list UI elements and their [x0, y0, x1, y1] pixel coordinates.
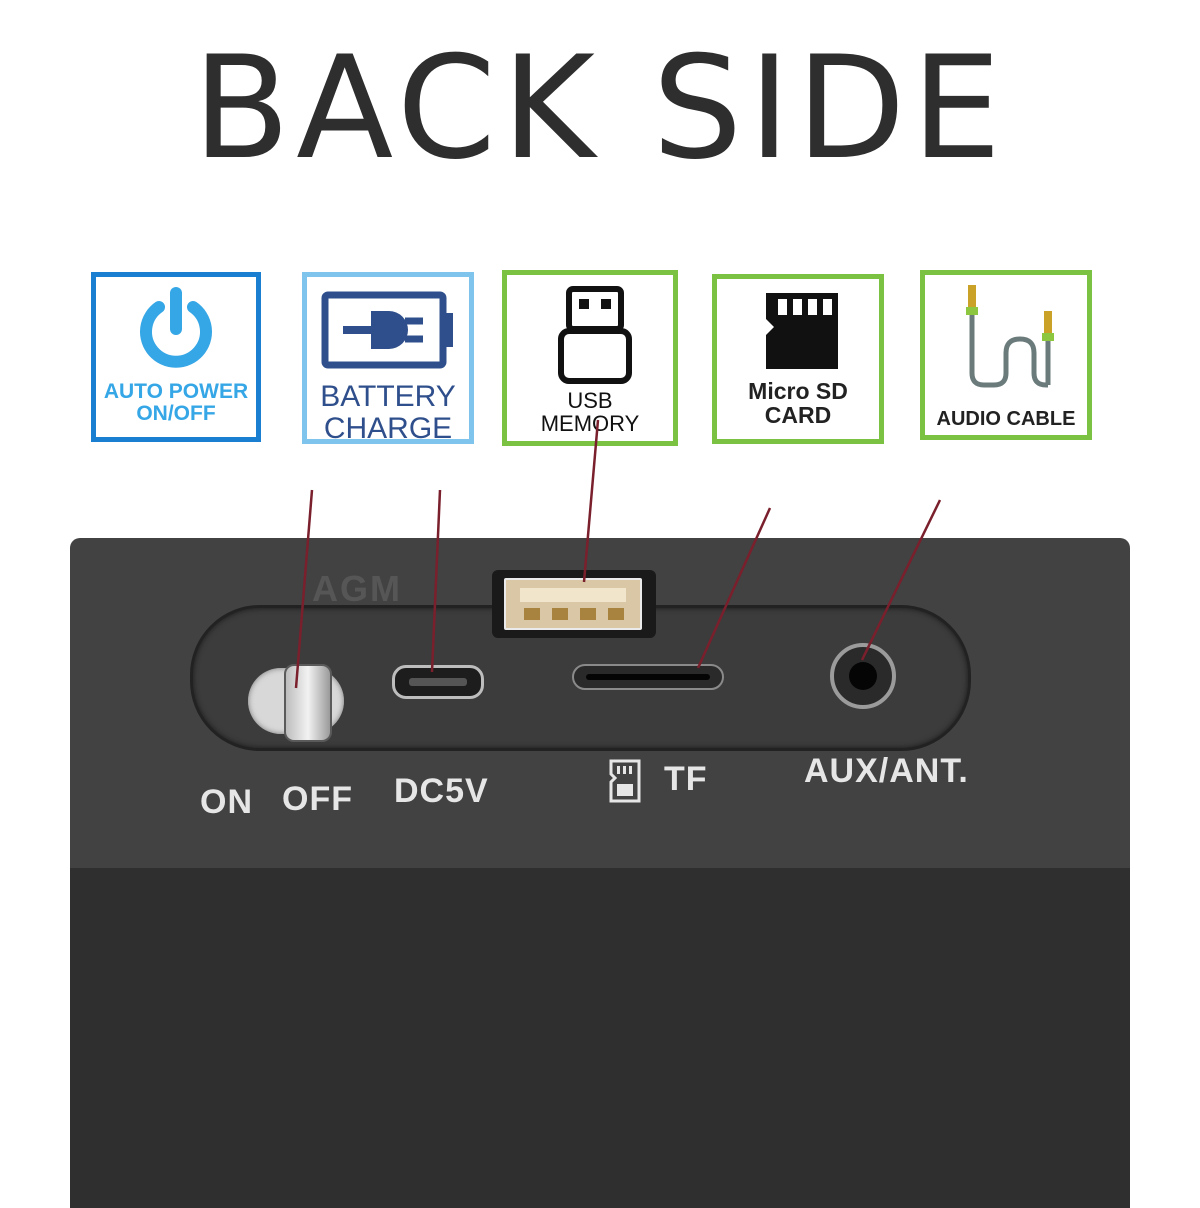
battery-charge-label: BATTERY CHARGE	[320, 380, 456, 445]
battery-charge-card: BATTERY CHARGE	[302, 272, 474, 444]
auto-power-label: AUTO POWER ON/OFF	[103, 380, 249, 426]
usb-port[interactable]	[492, 570, 656, 638]
usb-pin	[552, 608, 568, 620]
tf-slot-opening	[586, 674, 710, 680]
sd-card-small-icon	[609, 759, 641, 803]
usb-port-tongue	[504, 578, 642, 630]
on-label: ON	[200, 783, 253, 821]
aux-label: AUX/ANT.	[804, 752, 969, 790]
device-lower-face	[70, 868, 1130, 1208]
audio-cable-card: AUDIO CABLE	[920, 270, 1092, 440]
usb-memory-card: USB MEMORY	[502, 270, 678, 446]
micro-sd-card: Micro SD CARD	[712, 274, 884, 444]
watermark: AGM	[312, 568, 402, 609]
usb-pin	[580, 608, 596, 620]
micro-sd-card-icon	[766, 293, 838, 369]
usb-pins	[520, 588, 626, 602]
power-switch-knob[interactable]	[284, 664, 332, 742]
usb-pin	[524, 608, 540, 620]
tf-card-slot[interactable]	[572, 664, 724, 690]
usb-drive-icon	[558, 286, 632, 384]
aux-jack[interactable]	[830, 643, 896, 709]
audio-cable-label: AUDIO CABLE	[936, 408, 1076, 430]
power-icon	[140, 287, 212, 368]
off-label: OFF	[282, 780, 353, 818]
auto-power-card: AUTO POWER ON/OFF	[91, 272, 261, 442]
micro-sd-label: Micro SD CARD	[748, 378, 848, 429]
tf-label: TF	[664, 760, 708, 798]
dc-power-port[interactable]	[392, 665, 484, 699]
dc-label: DC5V	[394, 772, 489, 810]
dc-port-slot	[409, 678, 467, 686]
aux-jack-hole	[849, 662, 877, 690]
power-switch[interactable]	[248, 664, 344, 742]
page-title: BACK SIDE	[192, 26, 1008, 191]
audio-cable-icon	[966, 285, 1054, 388]
battery-plug-icon	[321, 291, 453, 369]
usb-pin	[608, 608, 624, 620]
usb-memory-label: USB MEMORY	[540, 388, 640, 437]
